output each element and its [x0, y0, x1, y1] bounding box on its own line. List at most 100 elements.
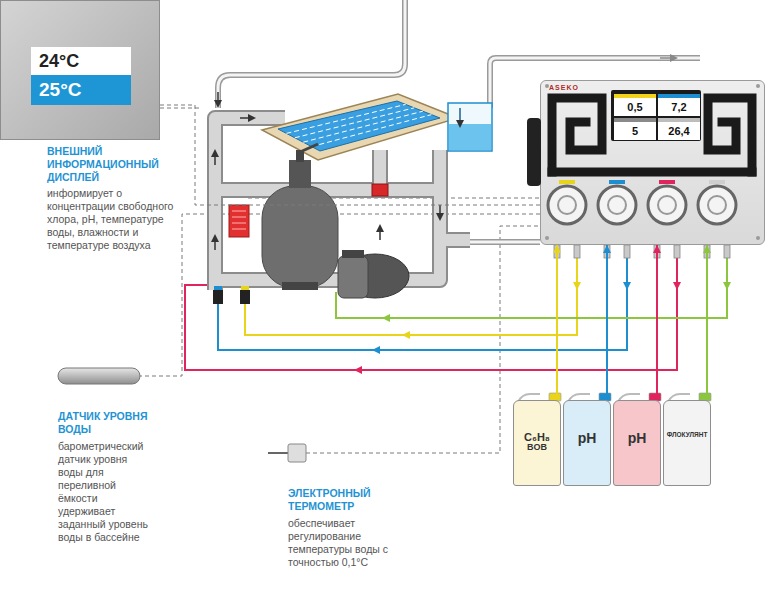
thermometer	[268, 444, 306, 462]
screen-cell: 0,5	[614, 94, 656, 116]
supply-pipe	[470, 239, 540, 245]
pool	[312, 115, 432, 147]
node-text: ВОВ	[527, 443, 547, 453]
circulation-pump	[338, 256, 368, 298]
peristaltic-pumps	[658, 196, 676, 214]
pump-fittings	[624, 245, 630, 258]
side-probe-holder	[527, 118, 541, 186]
heater	[229, 205, 249, 237]
injection-points	[213, 290, 223, 304]
sensor-wires	[138, 108, 540, 453]
controller-screen	[611, 90, 701, 141]
pipe-flow-arrows	[379, 226, 381, 240]
suction-tube	[556, 245, 558, 400]
callout-text: обеспечивает регулирование температуры в…	[288, 517, 390, 569]
mounting-screws	[756, 84, 760, 88]
thermometer	[288, 444, 306, 462]
pipe-flow-arrows	[240, 117, 254, 119]
node-text: C₆H₈	[524, 431, 550, 443]
arrow-head	[553, 245, 561, 253]
mounting-screws	[756, 236, 760, 240]
arrow-head	[653, 245, 661, 253]
circulation-pump	[342, 250, 364, 258]
peristaltic-pumps	[709, 180, 725, 184]
node-text: 25°C	[31, 75, 131, 105]
circulation-pump	[338, 250, 409, 298]
controller-screen	[611, 90, 701, 141]
dosing-flow-arrows	[404, 334, 420, 336]
overflow-tank	[448, 103, 492, 151]
pump-fittings	[554, 245, 730, 258]
node-text: pH	[628, 431, 647, 446]
dosing-lines	[218, 258, 627, 350]
overflow-tank	[449, 124, 491, 150]
peristaltic-pumps	[648, 186, 686, 224]
dosing-flow-arrows	[626, 272, 628, 288]
peristaltic-pumps	[609, 180, 625, 184]
pool	[278, 101, 440, 151]
peristaltic-pumps	[558, 196, 576, 214]
peristaltic-pumps	[708, 196, 726, 214]
pipe-flow-arrows	[214, 151, 216, 165]
arrow-head	[703, 245, 711, 253]
injection-points	[240, 290, 250, 304]
injection-points	[214, 286, 222, 290]
dosing-flow-arrows	[384, 317, 400, 319]
pump-fittings	[674, 245, 680, 258]
pool	[286, 104, 405, 133]
level-sensor	[58, 368, 140, 384]
chemical-canister: pH	[613, 400, 661, 486]
sand-filter	[262, 144, 338, 290]
peristaltic-pumps	[608, 196, 626, 214]
sand-filter	[300, 144, 318, 152]
node-text: pH	[578, 431, 597, 446]
mounting-screws	[545, 84, 549, 88]
heater	[229, 205, 249, 237]
info-display: 24°C25°C	[0, 0, 160, 140]
supply-pipe	[218, 0, 405, 108]
thermometer	[268, 452, 288, 454]
dosing-flow-arrows	[726, 272, 728, 288]
pool	[303, 111, 423, 142]
check-valve	[372, 184, 388, 196]
node-text: 24°C	[31, 47, 131, 75]
supply-pipe	[660, 57, 676, 59]
dosing-flow-arrows	[356, 369, 372, 371]
chemical-canister: ФЛОКУЛЯНТ	[663, 400, 711, 486]
pool	[262, 94, 458, 160]
dosing-lines	[245, 258, 577, 335]
node-text: 26,4	[668, 125, 689, 137]
callout-text: информирует о концентрации свободного хл…	[47, 187, 177, 252]
sand-filter	[262, 186, 338, 288]
peristaltic-pumps	[559, 180, 575, 184]
pump-fittings	[724, 245, 730, 258]
dosing-lines	[185, 258, 677, 370]
pool	[295, 108, 414, 138]
node-text: 0,5	[627, 101, 642, 113]
pump-fittings	[574, 245, 580, 258]
suction-tube	[706, 245, 708, 400]
pool	[286, 104, 431, 146]
dosing-flow-arrows	[676, 272, 678, 288]
dosing-lines	[336, 258, 727, 318]
node-text: 7,2	[671, 101, 686, 113]
callout-text: барометрический датчик уровня воды для п…	[58, 440, 150, 544]
chemical-canister: C₆H₈ВОВ	[513, 400, 561, 486]
sensor-cable	[160, 105, 540, 205]
injection-points	[213, 286, 250, 304]
sensor-wires	[306, 226, 540, 453]
sand-filter	[282, 282, 318, 290]
meander-pattern	[552, 168, 752, 177]
supply-pipe	[218, 0, 405, 108]
pipe-flow-arrows	[217, 92, 219, 106]
screen-cell: 26,4	[658, 118, 700, 140]
dosing-flow-arrows	[356, 272, 727, 370]
supply-pipe	[470, 241, 540, 244]
level-sensor	[58, 368, 140, 384]
overflow-tank	[459, 108, 461, 126]
check-valve	[372, 184, 388, 196]
heater	[232, 211, 246, 229]
peristaltic-pumps	[598, 186, 636, 224]
side-probe-holder	[527, 118, 541, 186]
